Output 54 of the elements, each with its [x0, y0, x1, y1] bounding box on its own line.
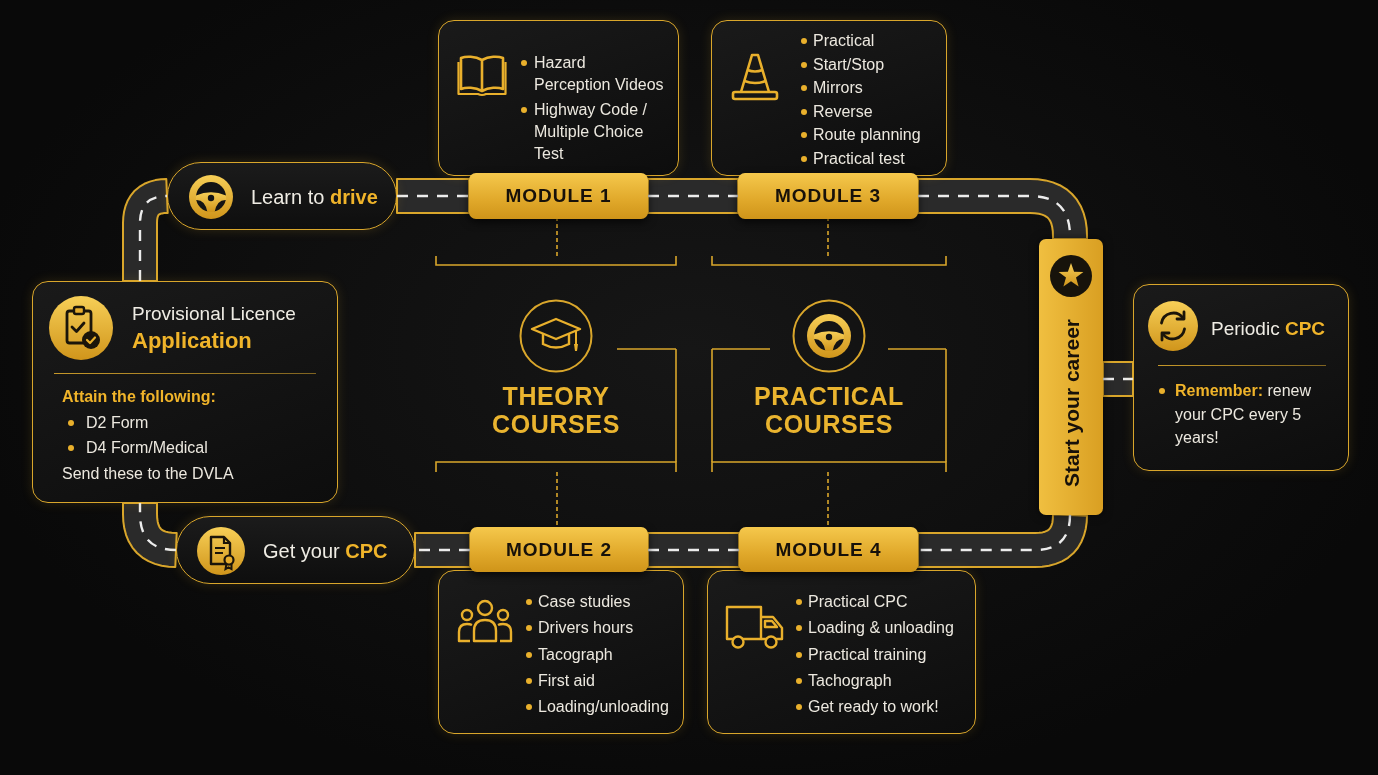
lane-marking: [648, 548, 739, 552]
bullet-item: Practical test: [796, 147, 905, 170]
stage-label: Learn to drive: [251, 185, 378, 210]
stage-label: Get your CPC: [263, 539, 388, 564]
lane-marking: [1103, 377, 1133, 381]
bullet-item: Get ready to work!: [791, 696, 939, 719]
card-heading: Periodic CPC: [1211, 317, 1326, 341]
bullet-item: Practical: [796, 30, 875, 52]
bullet-item: D2 Form: [62, 412, 149, 433]
bullet-item: Loading & unloading: [791, 617, 954, 640]
lane-marking: [648, 194, 738, 198]
info-card: [32, 281, 338, 503]
dotted-connector: [827, 471, 829, 528]
module-badge: MODULE 3: [738, 173, 918, 219]
bullet-item: Hazard Perception Videos: [517, 52, 666, 96]
bullet-item: First aid: [521, 669, 595, 692]
course-title: THEORY COURSES: [491, 382, 621, 438]
info-card: [711, 20, 947, 176]
bullet-item: Route planning: [796, 124, 921, 147]
lane-marking: [138, 503, 178, 552]
bullet-item: Drivers hours: [521, 617, 634, 640]
career-banner: [1039, 239, 1103, 515]
bullet-item: D4 Form/Medical: [62, 438, 208, 458]
info-card: [438, 20, 679, 176]
module-badge: MODULE 2: [470, 527, 648, 572]
lane-marking: [138, 194, 169, 281]
module-badge: MODULE 4: [739, 527, 918, 572]
module-badge: MODULE 1: [469, 173, 648, 219]
bullet-item: Case studies: [521, 591, 631, 613]
bullet-item: Start/Stop: [796, 53, 885, 76]
lane-marking: [397, 194, 469, 198]
bullet-item: Highway Code / Multiple Choice Test: [517, 99, 666, 165]
course-title: PRACTICAL COURSES: [753, 382, 905, 438]
bullet-item: Practical training: [791, 643, 927, 666]
subheading: Attain the following:: [62, 387, 216, 407]
dotted-connector: [556, 471, 558, 528]
bullet-item: Tacograph: [521, 643, 613, 666]
bullet-item: Remember: renew your CPC every 5 years!: [1154, 379, 1325, 450]
bullet-item: Mirrors: [796, 77, 863, 100]
info-card: [707, 570, 976, 734]
note-text: Send these to the DVLA: [62, 463, 234, 484]
bullet-item: Practical CPC: [791, 591, 908, 613]
dotted-connector: [827, 218, 829, 257]
card-heading: Provisional Licence Application: [132, 302, 296, 355]
bullet-item: Tachograph: [791, 669, 892, 692]
dotted-connector: [556, 218, 558, 257]
bullet-item: Loading/unloading: [521, 696, 669, 719]
bullet-item: Reverse: [796, 100, 873, 123]
info-card: [1133, 284, 1349, 471]
stage-pill: [167, 162, 397, 230]
lane-marking: [918, 513, 1072, 552]
career-label: Start your career: [1058, 319, 1084, 488]
info-card: [438, 570, 684, 734]
stage-pill: [176, 516, 415, 584]
